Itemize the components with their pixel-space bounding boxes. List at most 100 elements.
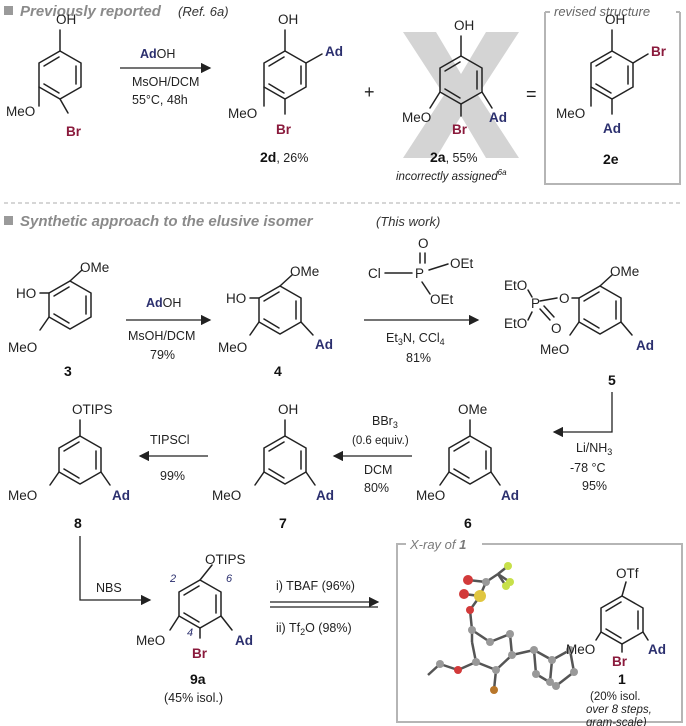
oh-label: OH (278, 12, 298, 27)
cross-out-icon (403, 32, 519, 158)
section1-title: Previously reported (20, 3, 162, 20)
reagent-label: TIPSCl (150, 433, 190, 447)
svg-text:O: O (559, 291, 570, 306)
br-label: Br (192, 646, 208, 661)
molecule-6: OMe MeO Ad 6 (416, 402, 519, 531)
xray-structure-image (427, 565, 576, 691)
compound-9a-id: 9a (190, 671, 206, 687)
meo-label: MeO (218, 340, 247, 355)
molecule-8: OTIPS MeO Ad 8 (8, 402, 130, 531)
ad-label: Ad (636, 338, 654, 353)
compound-3-id: 3 (64, 363, 72, 379)
molecule-2a: OH MeO Ad Br 2a, 55% incorrectly assigne… (396, 18, 519, 183)
svg-text:2a, 55%: 2a, 55% (430, 149, 478, 165)
meo-label: MeO (402, 110, 431, 125)
ho-label: HO (16, 286, 36, 301)
svg-text:Cl: Cl (368, 266, 381, 281)
solvent-label: MsOH/DCM (128, 329, 195, 343)
svg-text:EtO: EtO (504, 316, 527, 331)
section1-ref: (Ref. 6a) (178, 4, 229, 19)
molecule-9a: OTIPS 2 6 4 MeO Ad Br 9a (45% isol.) (136, 552, 253, 705)
ad-label: Ad (603, 121, 621, 136)
svg-text:2d, 26%: 2d, 26% (260, 149, 308, 165)
meo-label: MeO (136, 633, 165, 648)
svg-text:BBr3: BBr3 (372, 414, 398, 430)
molecule-start-bromophenol: OH MeO Br (6, 12, 82, 139)
compound-2e-id: 2e (603, 151, 619, 167)
reaction-arrow-3: O P Cl OEt OEt Et3N, CCl4 81% (364, 236, 480, 365)
bullet-square-icon (4, 6, 13, 15)
yield-label: 99% (160, 469, 185, 483)
svg-text:EtO: EtO (504, 278, 527, 293)
bullet-square-icon (4, 216, 13, 225)
molecule-5: OMe O P EtO EtO O MeO Ad 5 (504, 264, 654, 388)
solvent-label: MsOH/DCM (132, 75, 199, 89)
reaction-arrow-4: Li/NH3 -78 °C 95% (552, 392, 613, 493)
position-2-label: 2 (169, 573, 176, 585)
position-6-label: 6 (226, 573, 233, 585)
ho-label: HO (226, 291, 246, 306)
solvent-label: DCM (364, 463, 392, 477)
reagent-label: NBS (96, 581, 122, 595)
svg-text:AdOH: AdOH (146, 296, 181, 310)
xray-title-compound: 1 (459, 537, 466, 552)
meo-label: MeO (228, 106, 257, 121)
xray-box: X-ray of 1 (396, 537, 683, 726)
reaction-arrow-7: NBS (79, 536, 152, 606)
compound-2d-yield: , 26% (276, 151, 308, 165)
molecule-1: OTf MeO Ad Br 1 (20% isol. over 8 steps,… (566, 566, 666, 726)
compound-2d-id: 2d (260, 149, 276, 165)
step1-label: i) TBAF (96%) (276, 579, 355, 593)
section2-title: Synthetic approach to the elusive isomer (20, 213, 314, 230)
molecule-4: OMe HO MeO Ad 4 (218, 264, 333, 379)
meo-label: MeO (212, 488, 241, 503)
meo-label: MeO (8, 340, 37, 355)
compound-2a-yield: , 55% (446, 151, 478, 165)
reaction-arrow-2: AdOH MsOH/DCM 79% (126, 296, 212, 362)
compound-1-id: 1 (618, 671, 626, 687)
conditions-label: 55°C, 48h (132, 93, 188, 107)
svg-text:O: O (418, 236, 429, 251)
reagent-ad: Ad (140, 47, 157, 61)
yield-label: 79% (150, 348, 175, 362)
svg-text:P: P (415, 266, 424, 281)
incorrect-note-ref: 6a (498, 168, 507, 177)
br-label: Br (276, 122, 292, 137)
yield-label: 95% (582, 479, 607, 493)
ad-label: Ad (648, 642, 666, 657)
revised-structure-title: revised structure (554, 4, 650, 19)
xray-title-prefix: X-ray of (409, 537, 459, 552)
meo-label: MeO (6, 104, 35, 119)
c1-yield-line3: gram-scale) (586, 717, 647, 726)
compound-7-id: 7 (279, 515, 287, 531)
otips-label: OTIPS (205, 552, 246, 567)
molecule-2d: OH Ad MeO Br 2d, 26% (228, 12, 343, 165)
section2-ref: (This work) (376, 214, 440, 229)
br-label: Br (66, 124, 82, 139)
meo-label: MeO (416, 488, 445, 503)
position-4-label: 4 (187, 627, 193, 639)
meo-label: MeO (566, 642, 595, 657)
oh-label: OH (278, 402, 298, 417)
ad-label: Ad (316, 488, 334, 503)
ad-label: Ad (112, 488, 130, 503)
br-label: Br (651, 44, 667, 59)
otips-label: OTIPS (72, 402, 113, 417)
compound-4-id: 4 (274, 363, 282, 379)
br-label: Br (452, 122, 468, 137)
section-synthetic-approach: Synthetic approach to the elusive isomer… (4, 213, 683, 726)
temp-label: -78 °C (570, 461, 606, 475)
svg-text:Li/NH3: Li/NH3 (576, 441, 612, 457)
yield-label: 80% (364, 481, 389, 495)
meo-label: MeO (556, 106, 585, 121)
compound-2a-id: 2a (430, 149, 446, 165)
ome-label: OMe (458, 402, 487, 417)
svg-text:OEt: OEt (430, 292, 454, 307)
ad-label: Ad (315, 337, 333, 352)
br-label: Br (612, 654, 628, 669)
meo-label: MeO (8, 488, 37, 503)
reaction-arrow-1: AdOH MsOH/DCM 55°C, 48h (120, 47, 212, 107)
equals-sign: = (526, 84, 537, 104)
ad-label: Ad (235, 633, 253, 648)
revised-structure-box: revised structure OH Br MeO Ad 2e (544, 4, 681, 185)
